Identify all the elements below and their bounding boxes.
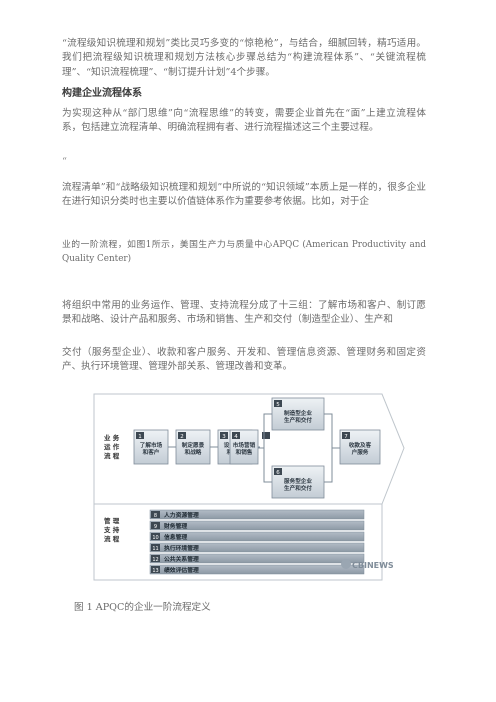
bar-number: 10 <box>152 535 158 541</box>
step-label: 制定愿景 <box>182 441 205 449</box>
bar-label: 绩效评估管理 <box>164 566 199 574</box>
merge-connector-bottom <box>324 448 333 483</box>
paragraph-intro: “流程级知识梳理和规划”类比灵巧多变的“惊艳枪”，与结合，细腻回转，精巧适用。我… <box>62 38 426 78</box>
branch-connector-bottom <box>263 448 272 483</box>
merge-connector-top <box>324 413 340 449</box>
step-label: 服务型企业 <box>284 477 312 485</box>
step-number: 7 <box>344 434 348 440</box>
step-label: 收款及客 <box>349 441 372 449</box>
step-label: 和销售 <box>236 448 253 456</box>
branch-connector-top <box>258 413 272 449</box>
step-label: 了解市场 <box>140 441 163 449</box>
bar-number: 11 <box>152 546 158 552</box>
step-number: 5 <box>276 402 280 408</box>
cbinews-logo: CBINEWS <box>341 559 394 570</box>
step-number: 3 <box>222 434 226 440</box>
step-label: 和战略 <box>185 448 202 456</box>
step-label: 制造型企业 <box>284 409 312 417</box>
step-number: 1 <box>138 434 142 440</box>
paragraph-thirteen-groups-cont: 交付（服务型企业）、收款和客户服务、开发和、管理信息资源、管理财务和固定资产、执… <box>62 347 426 373</box>
paragraph-thirteen-groups: 将组织中常用的业务运作、管理、支持流程分成了十三组：了解市场和客户、制订愿景和战… <box>62 300 426 326</box>
section-heading: 构建企业流程体系 <box>62 88 142 99</box>
step-label: 生产和交付 <box>284 484 312 492</box>
globe-icon <box>341 559 351 569</box>
bar-number: 12 <box>152 557 158 563</box>
paragraph-apqc: 业的一阶流程，如图1所示，美国生产力与质量中心APQC (American Pr… <box>62 240 426 265</box>
bar-number: 8 <box>154 513 157 519</box>
step-number: 4 <box>234 434 238 440</box>
support-process-12: 12 公共关系管理 <box>149 553 365 564</box>
apqc-process-diagram: 业 务运 作流 程 管 理支 持流 程 1了解市场和客户2制定愿景和战略3设计产… <box>93 393 405 581</box>
quote-mark: “ <box>62 156 67 167</box>
bar-label: 公共关系管理 <box>164 555 199 563</box>
support-process-10: 10 信息管理 <box>149 531 365 542</box>
step-label: 生产和交付 <box>284 416 312 424</box>
label-support: 管 理支 持流 程 <box>103 516 120 543</box>
label-operating: 业 务运 作流 程 <box>104 433 120 460</box>
watermark-text: CBINEWS <box>352 561 394 570</box>
figure-caption: 图 1 APQC的企业一阶流程定义 <box>74 602 211 613</box>
step-label: 和客户 <box>143 448 160 456</box>
paragraph-process-list: 流程清单”和“战略级知识梳理和规划”中所说的“知识领域”本质上是一样的，很多企业… <box>62 182 426 208</box>
support-process-13: 13 绩效评估管理 <box>149 564 365 575</box>
support-process-8: 8 人力资源管理 <box>149 509 365 520</box>
step-label: 户服务 <box>352 448 369 456</box>
support-process-11: 11 执行环境管理 <box>149 542 365 553</box>
bar-number: 13 <box>152 568 158 574</box>
step-number: 2 <box>180 434 184 440</box>
paragraph-process-system: 为实现这种从“部门思维”向“流程思维”的转变，需要企业首先在“面”上建立流程体系… <box>62 108 426 134</box>
bar-label: 信息管理 <box>164 533 187 541</box>
bar-label: 执行环境管理 <box>164 544 199 552</box>
step-label: 市场营销 <box>233 441 256 449</box>
bar-label: 人力资源管理 <box>163 511 199 519</box>
spacer <box>262 432 270 439</box>
support-process-9: 9 财务管理 <box>149 520 365 531</box>
bar-label: 财务管理 <box>163 522 187 530</box>
step-number: 6 <box>276 470 280 476</box>
bar-number: 9 <box>154 524 157 530</box>
